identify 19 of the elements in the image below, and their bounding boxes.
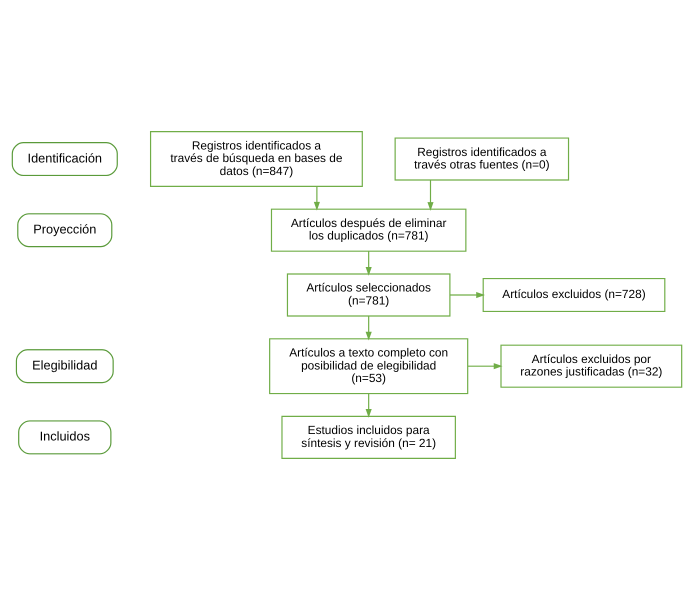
node-box: Elegibilidad <box>16 348 114 383</box>
arrow <box>366 316 372 340</box>
node-box: Registros identificados a través otras fuentes (n=0) <box>394 136 570 180</box>
node-box: Artículos excluidos (n=728) <box>482 277 666 312</box>
arrow <box>427 180 434 210</box>
node-box: Artículos después de eliminar los duplicados (n=781) <box>270 208 466 252</box>
node-box: Estudios incluidos para síntesis y revisión (n= 21) <box>281 415 456 458</box>
arrow <box>468 362 502 369</box>
arrow <box>366 393 372 418</box>
node-box: Artículos seleccionados (n=781) <box>286 272 450 316</box>
node-box: Artículos a texto completo con posibilidad de elegibilidad (n=53) <box>269 338 468 394</box>
arrow <box>450 291 485 298</box>
arrow <box>314 186 320 210</box>
node-box: Registros identificados a través de búsqueda en bases de datos (n=847) <box>150 130 363 186</box>
node-box: Proyección <box>17 212 112 247</box>
node-box: Identificación <box>12 142 118 176</box>
arrow <box>366 250 372 276</box>
node-box: Artículos excluidos por razones justificadas (n=32) <box>500 344 682 388</box>
node-box: Incluidos <box>18 420 112 454</box>
